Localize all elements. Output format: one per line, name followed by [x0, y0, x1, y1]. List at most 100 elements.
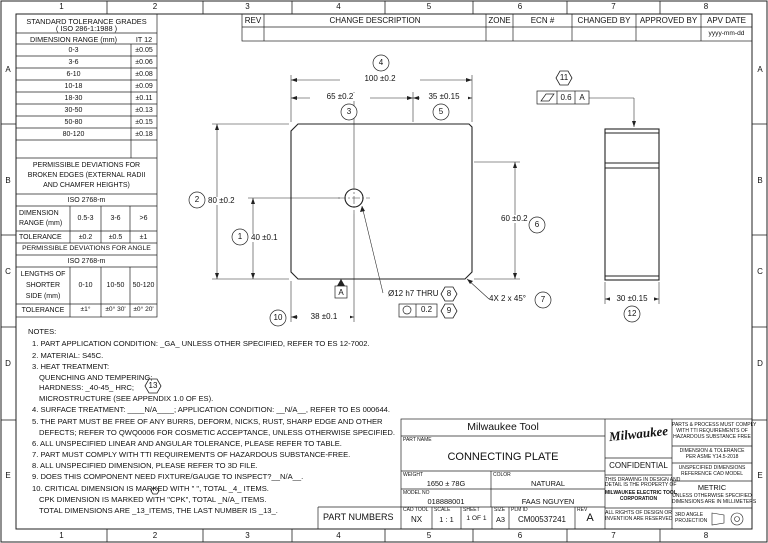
range-cell: 3-6 [68, 59, 79, 66]
range-cell: 0-3 [68, 47, 79, 54]
zone-col-6-bottom: 6 [517, 531, 523, 540]
angle-range: 10-50 [106, 282, 125, 289]
zone-col-2-bottom: 2 [152, 531, 158, 540]
dim-35: 35 ±0.15 [420, 93, 468, 101]
part-name-label: PART NAME [403, 437, 432, 443]
note-line: QUENCHING AND TEMPERING; [39, 373, 153, 382]
part-name: CONNECTING PLATE [447, 451, 559, 463]
zone-row-a: A [5, 65, 11, 74]
dim-40: 40 ±0.1 [251, 233, 278, 242]
angle-tol: ±1° [80, 306, 91, 313]
note-line: 9. DOES THIS COMPONENT NEED FIXTURE/GAUG… [32, 472, 304, 481]
rev-label: REV [577, 507, 588, 513]
balloon-5: 5 [438, 107, 444, 116]
color-label: COLOR [493, 472, 511, 478]
angle-title: PERMISSIBLE DEVIATIONS FOR ANGLE [22, 245, 151, 252]
model-label: MODEL NO [403, 490, 430, 496]
range-cell: 30-50 [64, 107, 83, 114]
balloon-1: 1 [237, 232, 243, 241]
zone-col-1: 1 [59, 2, 64, 11]
angle-label-3: SIDE (mm) [25, 293, 61, 300]
comply-2: WITH TTI REQUIREMENTS OF [676, 428, 748, 434]
model-value: 018888001 [427, 497, 465, 506]
balloon-4: 4 [378, 58, 384, 67]
rights-2: INVENTION ARE RESERVED [605, 516, 673, 522]
angle-tol-label: TOLERANCE [21, 307, 65, 314]
notes-title: NOTES: [28, 327, 57, 336]
balloon-13: 13 [148, 381, 158, 390]
metric-note-1: UNLESS OTHERWISE SPECIFIED [672, 493, 752, 499]
changed-by-header: CHANGED BY [577, 16, 631, 25]
cad-tool-label: CAD TOOL [403, 507, 429, 513]
dim-tol-2: PER ASME Y14.5-2018 [685, 454, 739, 460]
sheet-label: SHEET [463, 507, 480, 513]
tolerance-standard: ( ISO 286-1:1988 ) [55, 24, 118, 33]
balloon-11: 11 [559, 73, 569, 82]
dim-30: 30 ±0.15 [610, 295, 654, 303]
edges-tol: ±0.5 [108, 234, 123, 241]
zone-col-8-bottom: 8 [703, 531, 709, 540]
third-angle-projection-icon [711, 511, 745, 527]
zone-row-d-right: D [757, 359, 763, 368]
property-text-2: DETAIL IS THE PROPERTY OF [605, 482, 677, 488]
plm-label: PLM ID [511, 507, 528, 513]
zone-col-8: 8 [703, 2, 709, 11]
dim-80: 80 ±0.2 [208, 196, 235, 205]
position-tolerance: 0.2 [421, 305, 433, 314]
zone-col-5-bottom: 5 [426, 531, 432, 540]
metric-label: METRIC [697, 483, 727, 492]
change-description-header: CHANGE DESCRIPTION [329, 16, 421, 25]
note-line: 3. HEAT TREATMENT: [32, 362, 110, 371]
note-line: 7. PART MUST COMPLY WITH TTI REQUIREMENT… [32, 450, 351, 459]
balloon-12: 12 [627, 309, 637, 318]
edges-tol-label: TOLERANCE [19, 234, 62, 241]
balloon-2: 2 [194, 195, 200, 204]
edges-range: 3-6 [110, 215, 121, 222]
balloon-6: 6 [534, 220, 540, 229]
dim-tol-1: DIMENSION & TOLERANCE [679, 448, 745, 454]
property-text-1: THIS DRAWING IN DESIGN AND [605, 477, 681, 483]
hole-callout: Ø12 h7 THRU [388, 289, 439, 298]
angle-label-2: SHORTER [25, 282, 61, 289]
flatness-datum: A [579, 93, 585, 102]
scale-label: SCALE [434, 507, 451, 513]
zone-col-3-bottom: 3 [245, 531, 250, 540]
tol-cell: ±0.09 [135, 83, 153, 90]
approved-by-header: APPROVED BY [639, 16, 698, 25]
angle-range: 50-120 [132, 282, 155, 289]
cad-tool-value: NX [410, 515, 423, 524]
zone-row-b-right: B [757, 176, 763, 185]
note-line: 10. CRITICAL DIMENSION IS MARKED WITH " … [32, 484, 269, 493]
edges-range: >6 [139, 215, 148, 222]
range-cell: 10-18 [64, 83, 83, 90]
tolerance-title: STANDARD TOLERANCE GRADES [26, 17, 147, 26]
note-line: CPK DIMENSION IS MARKED WITH "CPK", TOTA… [39, 495, 267, 504]
color-value: NATURAL [531, 479, 565, 488]
edges-range-label-1: DIMENSION [19, 210, 59, 217]
note-line: 1. PART APPLICATION CONDITION: _GA_ UNLE… [32, 339, 370, 348]
range-cell: 18-30 [64, 95, 83, 102]
size-value: A3 [495, 515, 506, 524]
corporation-1: MILWAUKEE ELECTRIC TOOL [605, 490, 677, 496]
note-line: MICROSTRUCTURE (SEE APPENDIX 1.0 OF ES). [39, 394, 214, 403]
apv-date-value: yyyy-mm-dd [708, 30, 745, 37]
note-line: 2. MATERIAL: S45C. [32, 351, 104, 360]
dim-65: 65 ±0.2 [310, 93, 370, 101]
zone-col-2: 2 [152, 2, 158, 11]
tol-cell: ±0.13 [135, 107, 153, 114]
zone-col-7: 7 [611, 2, 616, 11]
angle-tol: ±0° 30' [105, 306, 126, 313]
dim-100: 100 ±0.2 [340, 75, 420, 83]
company-name: Milwaukee Tool [467, 421, 539, 433]
tol-cell: ±0.08 [135, 71, 153, 78]
range-header: DIMENSION RANGE (mm) [29, 35, 118, 44]
balloon-9: 9 [446, 306, 452, 315]
range-cell: 6-10 [66, 71, 81, 78]
zone-row-a-right: A [757, 65, 763, 74]
angle-standard: ISO 2768-m [67, 258, 106, 265]
balloon-10: 10 [273, 313, 283, 322]
rev-value: A [586, 512, 594, 524]
zone-col-4: 4 [336, 2, 341, 11]
ecn-header: ECN # [530, 16, 555, 25]
corporation-2: CORPORATION [619, 496, 658, 502]
